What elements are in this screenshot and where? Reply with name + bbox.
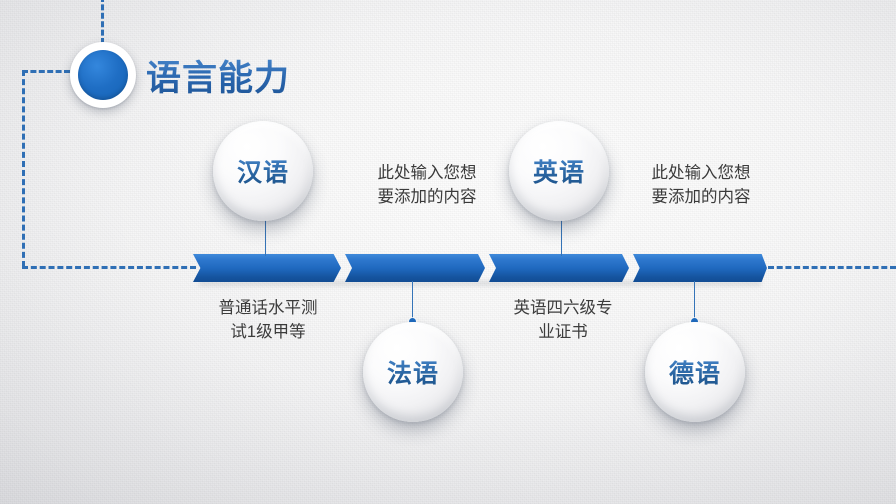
dashed-line-bar-right-connector: [768, 266, 896, 269]
caption-yingyu-detail: 英语四六级专 业证书: [513, 299, 613, 342]
page-title: 语言能力: [146, 50, 290, 101]
connector-stem-fayu: [412, 281, 413, 321]
connector-stem-hanyu: [265, 208, 266, 256]
connector-dot-fayu: [409, 318, 416, 325]
process-segment-4[interactable]: [633, 254, 767, 282]
caption-hanyu-note: 此处输入您想 要添加的内容: [377, 164, 477, 207]
process-segment-2[interactable]: [345, 254, 485, 282]
node-circle-fayu[interactable]: 法语: [363, 322, 463, 422]
caption-yingyu-note: 此处输入您想 要添加的内容: [651, 164, 751, 207]
dashed-line-top-vertical: [101, 0, 104, 44]
process-segment-1[interactable]: [193, 254, 341, 282]
node-circle-yingyu[interactable]: 英语: [509, 121, 609, 221]
node-circle-hanyu[interactable]: 汉语: [213, 121, 313, 221]
node-label-yingyu: 英语: [533, 153, 585, 189]
connector-stem-yingyu: [561, 208, 562, 256]
node-label-deyu: 德语: [669, 354, 721, 390]
node-circle-deyu[interactable]: 德语: [645, 322, 745, 422]
dashed-line-header-horizontal: [22, 70, 70, 73]
node-label-hanyu: 汉语: [237, 153, 289, 189]
process-segment-3[interactable]: [489, 254, 629, 282]
caption-hanyu-detail: 普通话水平测 试1级甲等: [218, 299, 318, 342]
process-bar: [193, 254, 767, 282]
node-label-fayu: 法语: [387, 354, 439, 390]
connector-stem-deyu: [694, 281, 695, 321]
header-bullet-icon: [70, 42, 136, 108]
dashed-line-bar-left-connector: [22, 266, 196, 269]
dashed-line-left-vertical: [22, 70, 25, 267]
connector-dot-deyu: [691, 318, 698, 325]
process-bar-shadow: [199, 281, 761, 288]
